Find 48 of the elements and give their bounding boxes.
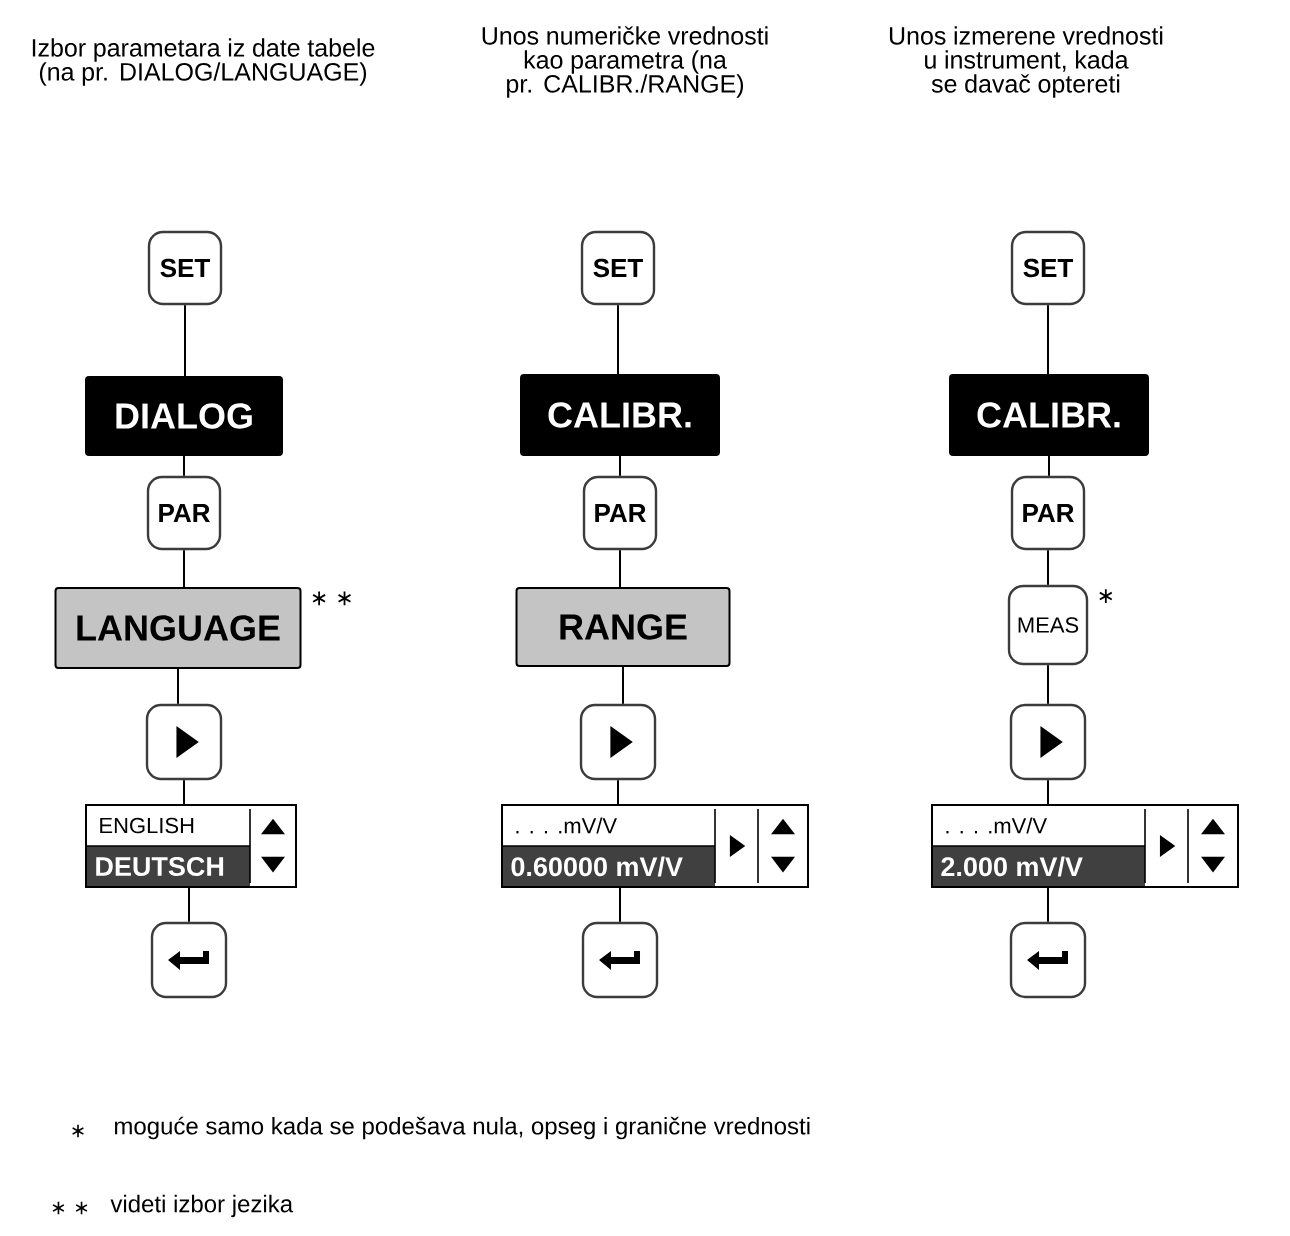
lcd-display: . . . .mV/V 2.000 mV/V [931,804,1239,888]
menu-display-box: CALIBR. [949,374,1149,456]
footnote-text: videti izbor jezika [110,1194,294,1218]
column-heading: Unos izmerene vrednosti u instrument, kada se davač optereti [889,26,1163,98]
parameter-box: LANGUAGE [54,587,302,669]
key-button: PAR [1010,475,1086,551]
connector-line [1047,304,1049,375]
key-button: SET [147,230,223,306]
lcd-display: . . . .mV/V 0.60000 mV/V [501,804,809,888]
connector-line [619,887,621,923]
connector-line [184,304,186,377]
menu-display-box: DIALOG [85,376,283,456]
connector-line [619,455,621,477]
key-button: SET [580,230,656,306]
play-button [1009,703,1087,781]
footnote-mark: ∗ [1099,589,1113,603]
column-heading: Izbor parametara iz date tabele (na pr. DIALOG/LANGUAGE) [32,38,375,86]
connector-line [617,779,619,805]
key-button: PAR [146,475,222,551]
enter-button [581,921,659,999]
connector-line [183,455,185,477]
footnote-mark: ∗ ∗ [312,591,351,606]
play-button [579,703,657,781]
connector-line [1047,887,1049,923]
footnote-mark: ∗ [72,1124,84,1138]
footnote-mark: ∗ ∗ [52,1201,88,1215]
footnote-text: moguće samo kada se podešava nula, opseg i granične vrednosti [115,1116,810,1140]
key-button: SET [1010,230,1086,306]
connector-line [1048,455,1050,477]
connector-line [619,549,621,588]
key-button: PAR [582,475,658,551]
connector-line [177,668,179,705]
column-heading: Unos numeričke vrednosti kao parametra (na pr. CALIBR./RANGE) [482,26,768,98]
connector-line [622,666,624,705]
menu-display-box: CALIBR. [520,374,720,456]
connector-line [188,887,190,923]
connector-line [617,304,619,375]
connector-line [1047,664,1049,705]
enter-button [1009,921,1087,999]
connector-line [183,549,185,588]
connector-line [183,779,185,805]
lcd-display: ENGLISH DEUTSCH [85,804,297,888]
connector-line [1047,779,1049,805]
key-button: MEAS [1007,584,1089,666]
connector-line [1047,549,1049,586]
play-button [145,703,223,781]
enter-button [150,921,228,999]
parameter-box: RANGE [515,587,731,667]
